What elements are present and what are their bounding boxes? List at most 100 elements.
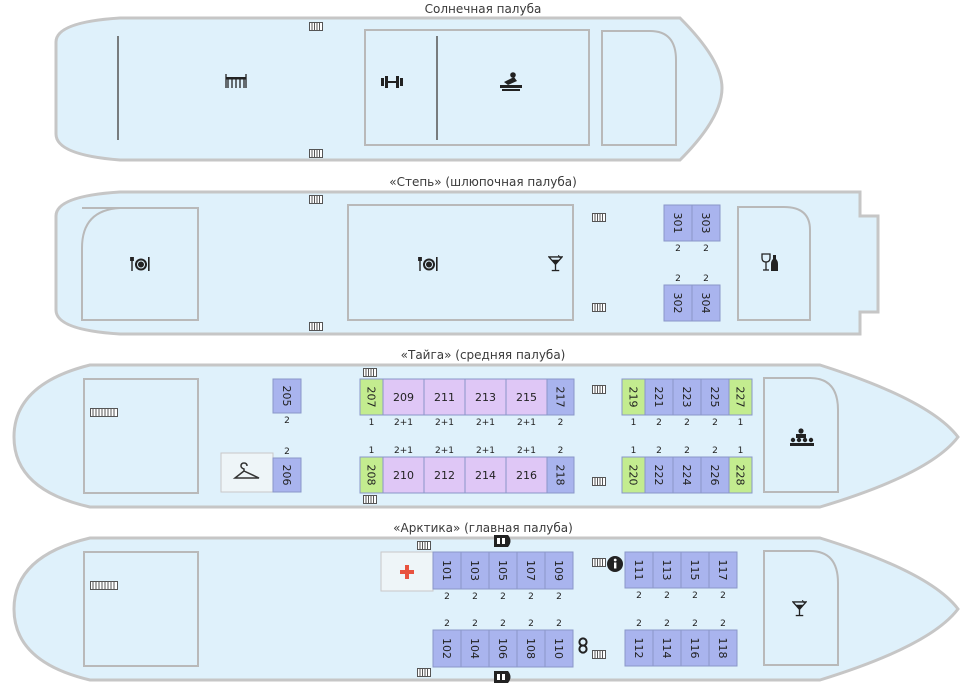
cabin-304[interactable] bbox=[691, 284, 721, 322]
cabin-112[interactable] bbox=[624, 629, 654, 667]
cabin-114[interactable] bbox=[652, 629, 682, 667]
boarding-icon bbox=[494, 535, 511, 547]
cabin-222[interactable] bbox=[644, 456, 674, 494]
cabin-capacity: 2 bbox=[528, 619, 534, 629]
cabin-number: 111 bbox=[632, 560, 645, 581]
cabin-number: 227 bbox=[734, 387, 747, 408]
cabin-capacity: 2 bbox=[472, 592, 478, 602]
stairs-icon bbox=[90, 408, 118, 417]
cabin-102[interactable] bbox=[432, 629, 462, 668]
stairs-icon bbox=[309, 22, 323, 31]
cabin-capacity: 2 bbox=[284, 447, 290, 457]
conference-icon bbox=[790, 428, 814, 446]
cabin-115[interactable] bbox=[680, 551, 710, 589]
cabin-capacity: 2 bbox=[720, 619, 726, 629]
cabin-capacity: 1 bbox=[369, 446, 375, 456]
deck-title-arktika: «Арктика» (главная палуба) bbox=[393, 521, 573, 535]
cabin-number: 205 bbox=[280, 386, 293, 407]
cabin-210[interactable] bbox=[382, 456, 425, 494]
stairs-icon bbox=[417, 668, 431, 677]
cabin-301[interactable] bbox=[663, 204, 693, 242]
cabin-221[interactable] bbox=[644, 378, 674, 416]
cabin-capacity: 1 bbox=[631, 446, 637, 456]
cabin-110[interactable] bbox=[544, 629, 574, 668]
cabin-302[interactable] bbox=[663, 284, 693, 322]
cabin-218[interactable] bbox=[546, 456, 575, 494]
stairs-icon bbox=[309, 149, 323, 158]
cabin-109[interactable] bbox=[544, 551, 574, 590]
cabin-number: 304 bbox=[699, 293, 712, 314]
cabin-number: 213 bbox=[475, 391, 496, 404]
cabin-105[interactable] bbox=[488, 551, 518, 590]
cabins-arktika: 1012103210521072109210221042106210821102… bbox=[432, 551, 738, 668]
cabin-103[interactable] bbox=[460, 551, 490, 590]
cabin-116[interactable] bbox=[680, 629, 710, 667]
deck-title-taiga: «Тайга» (средняя палуба) bbox=[401, 348, 566, 362]
cabin-number: 212 bbox=[434, 469, 455, 482]
cabin-number: 302 bbox=[671, 293, 684, 314]
cabin-capacity: 2 bbox=[500, 592, 506, 602]
stairs-icon bbox=[592, 385, 606, 394]
cabin-118[interactable] bbox=[708, 629, 738, 667]
cabin-number: 210 bbox=[393, 469, 414, 482]
cabin-capacity: 2+1 bbox=[394, 446, 413, 456]
cabin-227[interactable] bbox=[728, 378, 753, 416]
cabin-capacity: 2+1 bbox=[517, 446, 536, 456]
cabin-number: 223 bbox=[680, 387, 693, 408]
stairs-icon bbox=[90, 581, 118, 590]
fitness-icon bbox=[381, 76, 403, 88]
stairs-icon bbox=[592, 303, 606, 312]
boarding-icon bbox=[494, 671, 511, 683]
cabin-number: 105 bbox=[496, 560, 509, 581]
cabin-106[interactable] bbox=[488, 629, 518, 668]
cabin-capacity: 2 bbox=[675, 244, 681, 254]
cabins-taiga: 2052206220712092+12112+12132+12152+12172… bbox=[272, 378, 753, 494]
cabin-215[interactable] bbox=[505, 378, 548, 416]
cabin-211[interactable] bbox=[423, 378, 466, 416]
cabin-224[interactable] bbox=[672, 456, 702, 494]
cabin-capacity: 2 bbox=[712, 446, 718, 456]
zone-restaurant bbox=[347, 204, 574, 321]
cabin-number: 303 bbox=[699, 213, 712, 234]
cabin-104[interactable] bbox=[460, 629, 490, 668]
cabin-228[interactable] bbox=[728, 456, 753, 494]
cabin-number: 108 bbox=[524, 638, 537, 659]
cabin-217[interactable] bbox=[546, 378, 575, 416]
cabin-number: 118 bbox=[716, 638, 729, 659]
cabin-capacity: 2 bbox=[664, 591, 670, 601]
cabin-capacity: 2 bbox=[692, 591, 698, 601]
cabin-number: 211 bbox=[434, 391, 455, 404]
cabin-capacity: 2 bbox=[556, 592, 562, 602]
cabin-capacity: 2 bbox=[720, 591, 726, 601]
cabin-117[interactable] bbox=[708, 551, 738, 589]
cabin-capacity: 2 bbox=[636, 591, 642, 601]
cabin-capacity: 2+1 bbox=[517, 418, 536, 428]
cabin-number: 113 bbox=[660, 560, 673, 581]
cabin-number: 207 bbox=[365, 387, 378, 408]
cabin-213[interactable] bbox=[464, 378, 507, 416]
cabin-206[interactable] bbox=[272, 457, 302, 493]
cabin-101[interactable] bbox=[432, 551, 462, 590]
cabin-number: 102 bbox=[440, 638, 453, 659]
cabin-capacity: 2 bbox=[712, 418, 718, 428]
cabin-107[interactable] bbox=[516, 551, 546, 590]
cabin-205[interactable] bbox=[272, 378, 302, 414]
info-icon bbox=[607, 556, 623, 572]
cabin-209[interactable] bbox=[382, 378, 425, 416]
cabin-capacity: 2 bbox=[675, 274, 681, 284]
cabin-capacity: 2 bbox=[656, 418, 662, 428]
cabin-capacity: 2 bbox=[500, 619, 506, 629]
cabin-223[interactable] bbox=[672, 378, 702, 416]
cabin-capacity: 2 bbox=[684, 446, 690, 456]
stairs-icon bbox=[417, 541, 431, 550]
cabin-226[interactable] bbox=[700, 456, 730, 494]
cabin-capacity: 2 bbox=[444, 619, 450, 629]
stairs-icon bbox=[309, 322, 323, 331]
deck-title-sun: Солнечная палуба bbox=[425, 2, 542, 16]
cabin-number: 112 bbox=[632, 638, 645, 659]
cabin-capacity: 2 bbox=[703, 244, 709, 254]
wine-bar-icon bbox=[761, 253, 778, 271]
cabin-303[interactable] bbox=[691, 204, 721, 242]
